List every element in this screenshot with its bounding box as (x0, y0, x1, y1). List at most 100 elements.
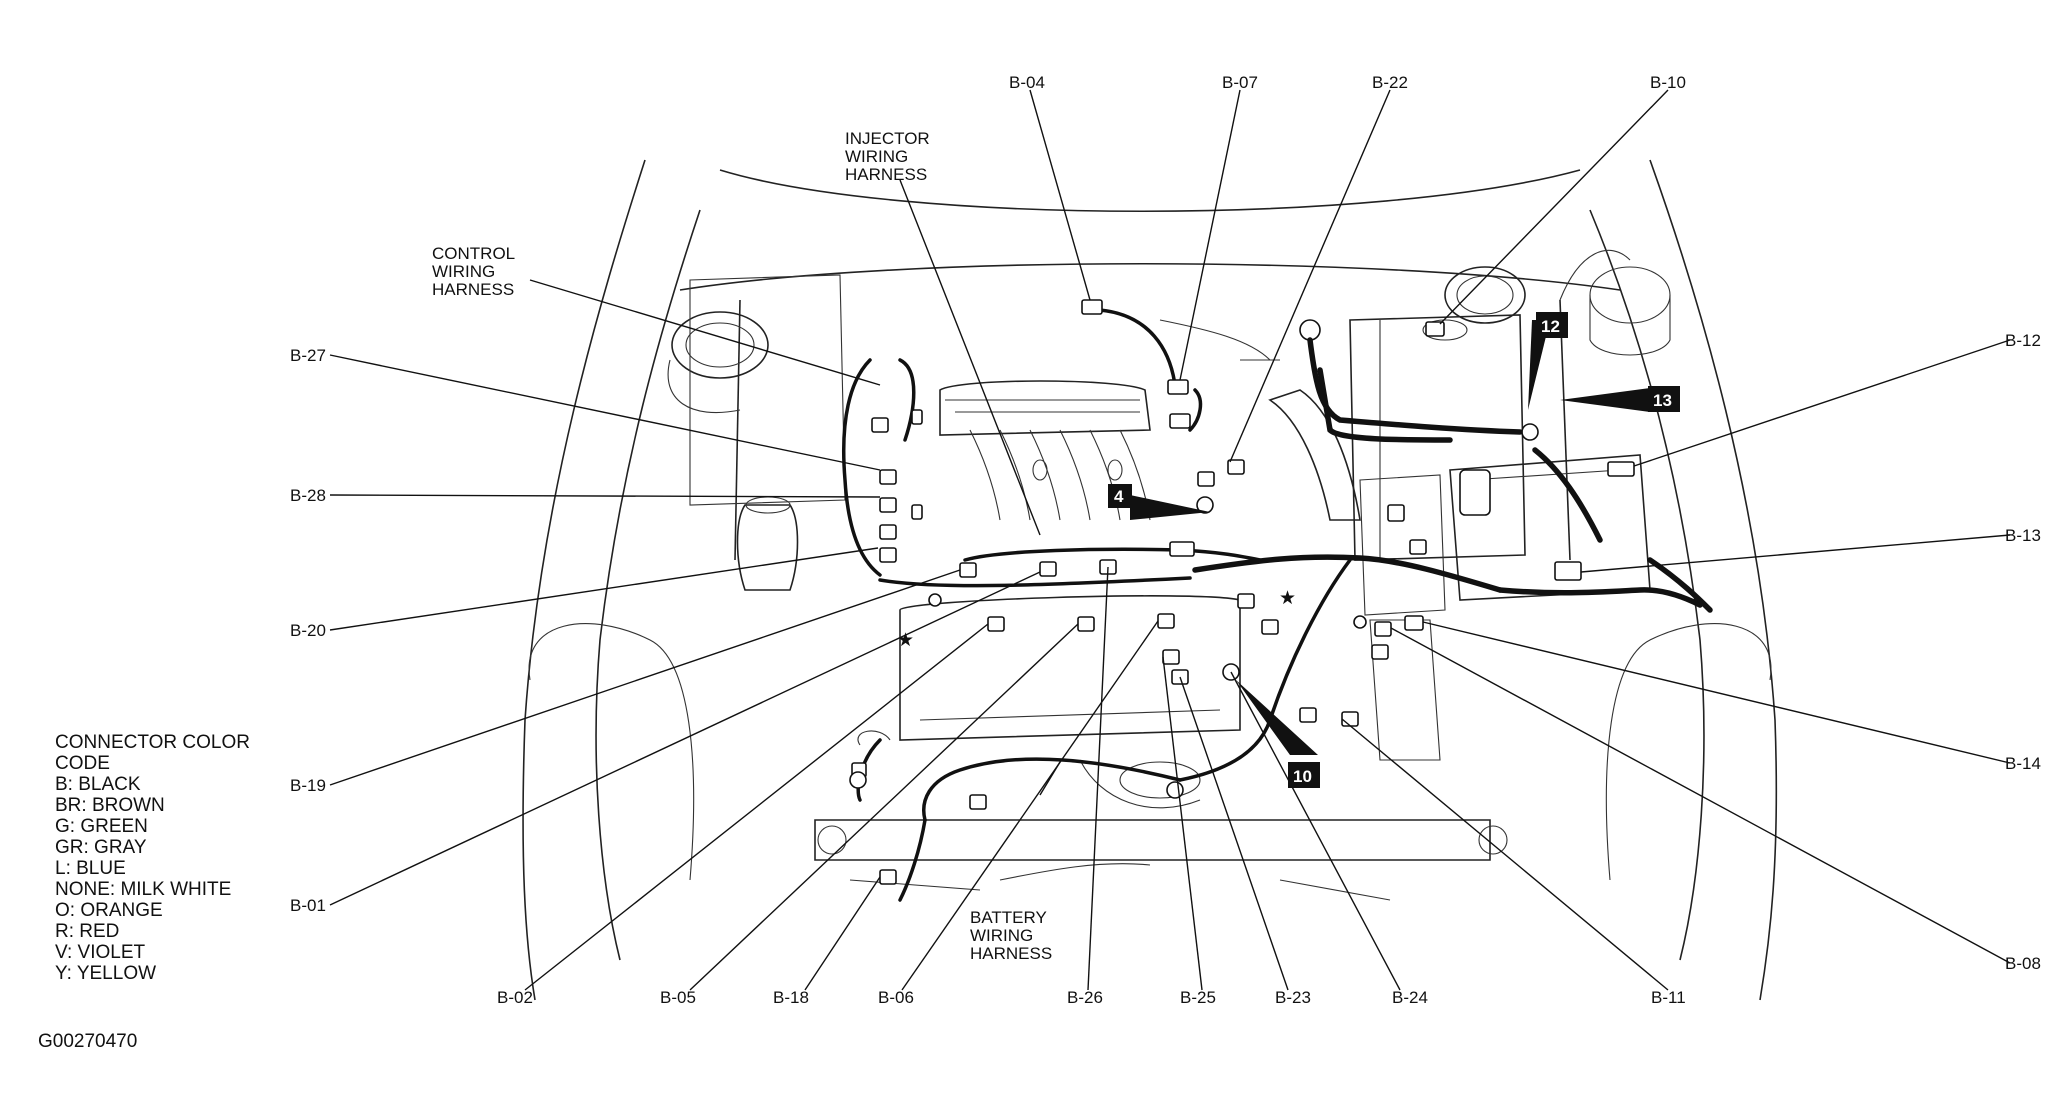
connector-b14 (1404, 615, 1424, 631)
svg-text:★: ★ (1279, 588, 1296, 609)
injector-harness-line-3: HARNESS (845, 165, 927, 184)
connector-b12d (1409, 539, 1427, 555)
legend-line-12: Y: YELLOW (55, 963, 156, 984)
legend-line-3: B: BLACK (55, 774, 141, 795)
connector-b27 (879, 469, 897, 485)
connector-b07b (1169, 413, 1191, 429)
control-harness-line-1: CONTROL (432, 244, 515, 263)
connector-b22b (1227, 459, 1245, 475)
color-code-legend: CONNECTOR COLOR CODE B: BLACK BR: BROWN … (55, 732, 250, 984)
battery-harness-line-1: BATTERY (970, 908, 1047, 927)
label-b24: B-24 (1392, 988, 1428, 1007)
label-b18: B-18 (773, 988, 809, 1007)
callout-4-text: 4 (1114, 487, 1124, 506)
label-b05: B-05 (660, 988, 696, 1007)
label-b20: B-20 (290, 621, 326, 640)
callout-10: 10 (1236, 680, 1320, 788)
control-harness-line-2: WIRING (432, 262, 495, 281)
label-b11: B-11 (1651, 988, 1686, 1007)
label-b23: B-23 (1275, 988, 1311, 1007)
label-b01: B-01 (290, 896, 326, 915)
connector-b28b (879, 524, 897, 540)
connector-b28c (911, 504, 923, 520)
legend-line-4: BR: BROWN (55, 795, 165, 816)
left-components (667, 274, 846, 591)
connector-b24b (1237, 593, 1255, 609)
label-b22: B-22 (1372, 73, 1408, 92)
label-b27: B-27 (290, 346, 326, 365)
connector-b04 (1081, 299, 1103, 315)
connector-b13 (1554, 561, 1582, 581)
injector-harness-line-1: INJECTOR (845, 129, 930, 148)
callout-13-text: 13 (1653, 391, 1672, 410)
label-b19: B-19 (290, 776, 326, 795)
figure-id: G00270470 (38, 1031, 137, 1052)
legend-line-10: R: RED (55, 921, 119, 942)
connector-b27a (871, 417, 889, 433)
legend-line-5: G: GREEN (55, 816, 148, 837)
callout-13: 13 (1560, 386, 1680, 412)
label-b14: B-14 (2005, 754, 2041, 773)
label-b02: B-02 (497, 988, 533, 1007)
connector-b01 (1039, 561, 1057, 577)
right-connector-labels: B-12 B-13 B-14 B-08 (2005, 331, 2041, 973)
label-b25: B-25 (1180, 988, 1216, 1007)
harness-labels: INJECTOR WIRING HARNESS CONTROL WIRING H… (432, 129, 1052, 963)
connector-b19 (959, 562, 977, 578)
label-b28: B-28 (290, 486, 326, 505)
ground-terminals (849, 319, 1539, 799)
legend-line-9: O: ORANGE (55, 900, 163, 921)
legend-line-2: CODE (55, 753, 110, 774)
svg-text:★: ★ (897, 630, 914, 651)
connector-b11b (1341, 711, 1359, 727)
legend-line-11: V: VIOLET (55, 942, 145, 963)
connector-b26 (1077, 616, 1095, 632)
connector-b12 (1607, 461, 1635, 477)
connector-b22 (1197, 471, 1215, 487)
connector-b08b (1371, 644, 1389, 660)
callout-12-text: 12 (1541, 317, 1560, 336)
injector-harness-line-2: WIRING (845, 147, 908, 166)
top-connector-labels: B-04 B-07 B-22 B-10 (1009, 73, 1686, 92)
legend-line-1: CONNECTOR COLOR (55, 732, 250, 753)
label-b13: B-13 (2005, 526, 2041, 545)
legend-line-6: GR: GRAY (55, 837, 147, 858)
connector-b26b (1169, 541, 1195, 557)
harness-routes (841, 308, 1713, 902)
connector-b12c (1387, 504, 1405, 522)
label-b04: B-04 (1009, 73, 1045, 92)
connector-b24c (1261, 619, 1279, 635)
label-b08: B-08 (2005, 954, 2041, 973)
legend-line-7: L: BLUE (55, 858, 126, 879)
label-b12: B-12 (2005, 331, 2041, 350)
label-b07: B-07 (1222, 73, 1258, 92)
callout-10-text: 10 (1293, 767, 1312, 786)
right-components (1349, 249, 1671, 761)
connector-b25 (1162, 649, 1180, 665)
star-markers: ★ ★ (897, 588, 1296, 651)
connector-b07 (1167, 379, 1189, 395)
connector-b06 (969, 794, 987, 810)
connector-b27c (911, 409, 923, 425)
label-b26: B-26 (1067, 988, 1103, 1007)
callout-12: 12 (1528, 312, 1568, 410)
control-harness-line-3: HARNESS (432, 280, 514, 299)
connector-b02 (987, 616, 1005, 632)
connectors (851, 299, 1635, 885)
engine-block (899, 319, 1361, 809)
connector-b11 (1299, 707, 1317, 723)
leader-lines (329, 89, 2011, 991)
connector-b20 (879, 547, 897, 563)
connector-b08 (1374, 621, 1392, 637)
battery-harness-line-2: WIRING (970, 926, 1033, 945)
connector-b28 (879, 497, 897, 513)
label-b10: B-10 (1650, 73, 1686, 92)
left-connector-labels: B-27 B-28 B-20 B-19 B-01 (290, 346, 326, 915)
connector-b18 (879, 869, 897, 885)
connector-b25c (1157, 613, 1175, 629)
label-b06: B-06 (878, 988, 914, 1007)
battery-harness-line-3: HARNESS (970, 944, 1052, 963)
callout-4: 4 (1108, 484, 1210, 520)
legend-line-8: NONE: MILK WHITE (55, 879, 231, 900)
